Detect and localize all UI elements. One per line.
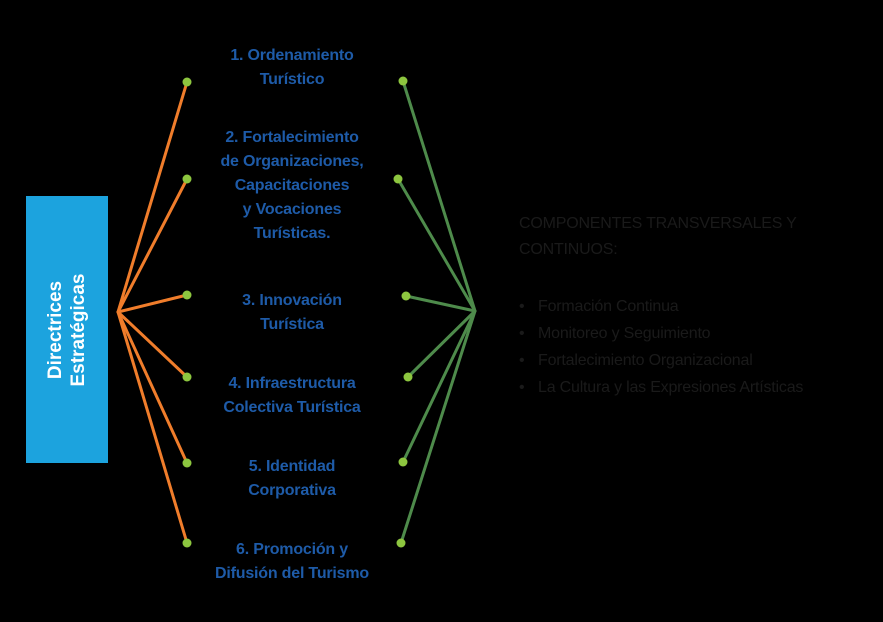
bullet-icon: • [519,352,525,369]
directive-3-line1: 3. Innovación [242,292,342,309]
left-node-dot-4 [182,372,192,382]
directive-2-line4: y Vocaciones [242,201,342,218]
components-title-line2: CONTINUOS: [519,241,618,258]
list-item: • Monitoreo y Seguimiento [519,320,879,347]
left-connector-5 [116,310,189,465]
directive-5: 5. Identidad Corporativa [190,455,394,503]
right-connector-1 [401,79,477,313]
directive-2-line2: de Organizaciones, [220,153,364,170]
directive-5-line1: 5. Identidad [248,458,336,475]
left-connector-1 [116,80,189,314]
directive-2: 2. Fortalecimiento de Organizaciones, Ca… [190,126,394,246]
component-item-label: Fortalecimiento Organizacional [538,352,753,369]
right-connector-6 [399,309,477,545]
bullet-icon: • [519,325,525,342]
directive-5-line2: Corporativa [248,482,336,499]
directive-4: 4. Infraestructura Colectiva Turística [190,372,394,420]
directive-4-line2: Colectiva Turística [223,399,361,416]
left-connector-3 [116,293,189,314]
directive-1-line1: 1. Ordenamiento [230,47,354,64]
right-connector-2 [396,177,477,313]
transversal-components: COMPONENTES TRANSVERSALES Y CONTINUOS: •… [519,211,879,401]
right-node-dot-2 [393,174,403,184]
directive-2-line1: 2. Fortalecimiento [225,129,359,146]
directive-2-line3: Capacitaciones [234,177,350,194]
left-node-dot-2 [182,174,192,184]
right-connector-5 [401,309,477,464]
left-node-dot-6 [182,538,192,548]
left-connector-2 [116,177,189,314]
directive-6: 6. Promoción y Difusión del Turismo [190,538,394,586]
left-connector-4 [116,310,189,379]
components-title: COMPONENTES TRANSVERSALES Y CONTINUOS: [519,211,879,263]
component-item-label: Monitoreo y Seguimiento [538,325,711,342]
directive-3: 3. Innovación Turística [190,289,394,337]
left-node-dot-1 [182,77,192,87]
right-node-dot-5 [398,457,408,467]
directive-2-line5: Turísticas. [253,225,331,242]
bullet-icon: • [519,298,525,315]
list-item: • Fortalecimiento Organizacional [519,347,879,374]
left-connector-6 [116,310,189,545]
bullet-icon: • [519,379,525,396]
right-connector-3 [404,294,477,313]
right-connector-4 [406,309,477,379]
strategic-directives-box: Directrices Estratégicas [26,196,108,463]
strategic-directives-label-line2: Estratégicas [68,273,89,387]
left-node-dot-3 [182,290,192,300]
strategic-directives-label: Directrices Estratégicas [44,196,90,463]
directive-1: 1. Ordenamiento Turístico [190,44,394,92]
right-node-dot-3 [401,291,411,301]
right-node-dot-4 [403,372,413,382]
component-item-label: Formación Continua [538,298,679,315]
directive-3-line2: Turística [260,316,324,333]
components-title-line1: COMPONENTES TRANSVERSALES Y [519,215,797,232]
component-item-label: La Cultura y las Expresiones Artísticas [538,379,804,396]
strategic-directives-label-line1: Directrices [45,280,66,379]
directive-6-line2: Difusión del Turismo [215,565,369,582]
directive-6-line1: 6. Promoción y [236,541,348,558]
right-node-dot-1 [398,76,408,86]
components-list: • Formación Continua • Monitoreo y Seguimi… [519,293,879,401]
right-node-dot-6 [396,538,406,548]
directive-4-line1: 4. Infraestructura [228,375,356,392]
directive-1-line2: Turístico [259,71,325,88]
list-item: • La Cultura y las Expresiones Artísticas [519,374,879,401]
left-node-dot-5 [182,458,192,468]
list-item: • Formación Continua [519,293,879,320]
